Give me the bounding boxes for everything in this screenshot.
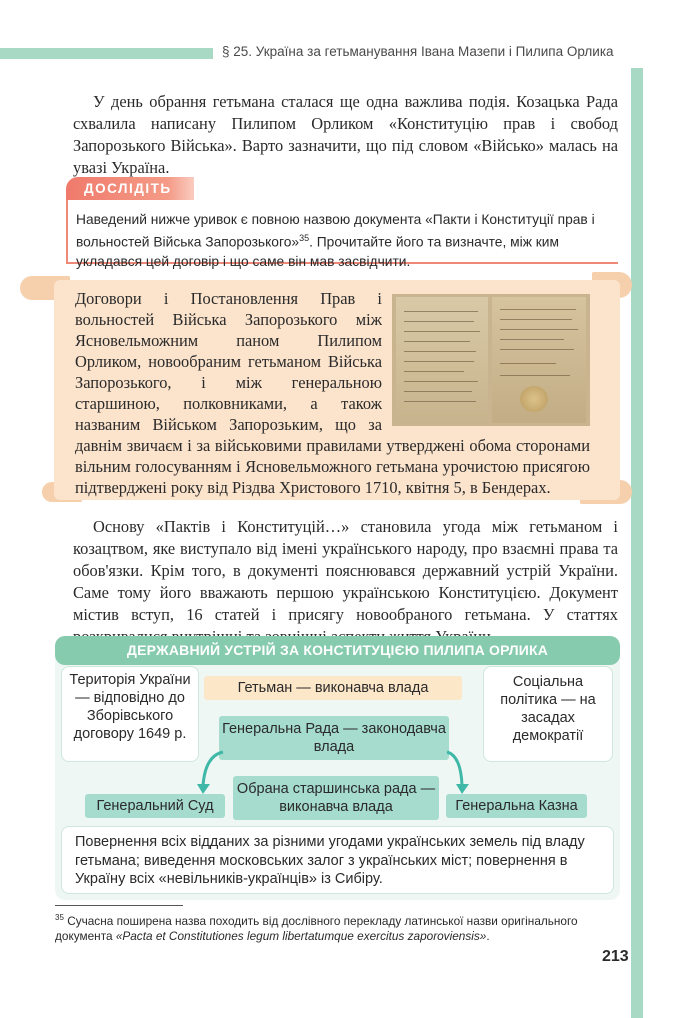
manuscript-right-page [492,297,586,423]
footnote-text: Сучасна поширена назва походить від досл… [55,913,578,943]
explore-text-after: . Прочитайте його та визначте, між ким у… [76,234,559,269]
arrow-to-treasury [446,750,469,794]
starshyna-council-box: Обрана старшинська рада — виконавча влад… [233,776,439,820]
footnote-latin-title: «Pacta et Constitutiones legum libertatu… [115,928,487,943]
foreign-policy-box: Повернення всіх відданих за різними угод… [61,826,614,894]
explore-task: Наведений нижче уривок є повною назвою д… [66,200,618,269]
header-accent-bar [0,48,213,59]
social-policy-box: Соціальна політика — на засадах демократ… [483,666,613,762]
footnote-end: . [486,928,490,943]
quote-scroll: Договори і Постановлення Прав і вольност… [20,272,634,508]
intro-paragraph: У день обрання гетьмана сталася ще одна … [73,92,618,177]
explore-label: ДОСЛІДІТЬ [66,177,194,200]
arrow-to-court [197,750,224,794]
page-number: 213 [602,948,629,965]
explore-text-before: Наведений нижче уривок є повною назвою д… [76,212,595,250]
page-edge-bar [631,68,643,1018]
general-court-box: Генеральний Суд [85,794,225,818]
quote-text: Договори і Постановлення Прав і вольност… [75,289,590,497]
footnote-ref[interactable]: 35 [299,233,310,243]
manuscript-image [392,294,590,426]
running-header: § 25. Україна за гетьманування Івана Маз… [222,44,614,59]
quote-block: Договори і Постановлення Прав і вольност… [75,288,590,498]
footnote: 35 Сучасна поширена назва походить від д… [55,910,630,944]
diagram-title: ДЕРЖАВНИЙ УСТРІЙ ЗА КОНСТИТУЦІЄЮ ПИЛИПА … [55,636,620,665]
manuscript-left-page [396,297,488,423]
footnote-number: 35 [55,913,64,922]
government-structure-diagram: ДЕРЖАВНИЙ УСТРІЙ ЗА КОНСТИТУЦІЄЮ ПИЛИПА … [55,636,620,900]
diagram-arrows [197,750,469,794]
hetman-box: Гетьман — виконавча влада [204,676,462,700]
main-paragraph: Основу «Пактів і Конституцій…» становила… [73,517,618,646]
footnote-rule [55,905,183,906]
general-rada-box: Генеральна Рада — законодавча влада [219,716,449,760]
territory-box: Територія України — відповідно до Зборів… [61,666,199,762]
general-treasury-box: Генеральна Казна [446,794,587,818]
wax-seal [520,386,548,412]
